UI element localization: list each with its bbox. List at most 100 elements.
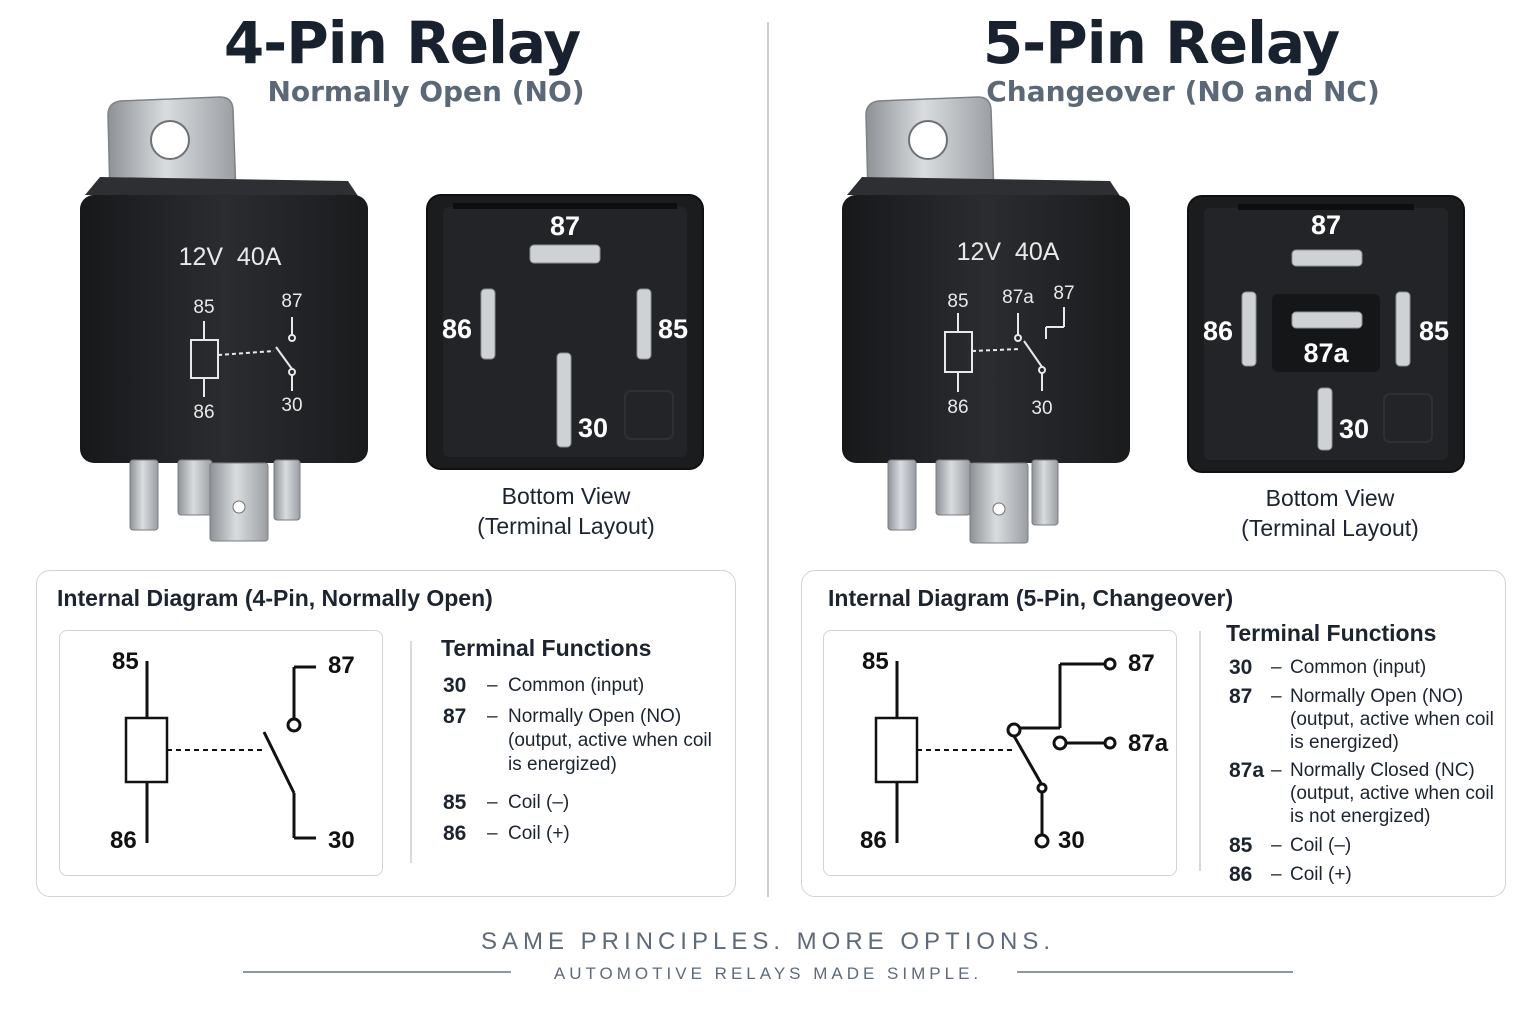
right-relay-illustration: 12V 40A 85 87a 87 86 30 [842,96,1130,544]
left-terminal-functions-title: Terminal Functions [441,635,652,661]
left-bottom-view-label-2: (Terminal Layout) [477,513,655,539]
left-schematic-box: 85 87 86 30 [59,630,383,876]
left-tf-desc: Normally Open (NO) [508,706,682,727]
right-tf-dash: – [1271,657,1282,678]
left-case-pin-86: 86 [193,402,214,423]
right-tf-dash: – [1271,760,1282,781]
right-diagram-title: Internal Diagram (5-Pin, Changeover) [828,585,1234,611]
left-tf-desc: is energized) [508,754,617,775]
left-bv-pin-85: 85 [658,314,688,344]
left-tf-desc: Coil (–) [508,792,570,813]
right-tf-desc: (output, active when coil [1290,783,1494,804]
right-tf-dash: – [1271,864,1282,885]
right-schematic: 85 87 87a 86 30 [860,648,1169,854]
left-tf-pin: 86 [443,822,467,845]
left-diagram-panel: Internal Diagram (4-Pin, Normally Open) … [36,570,736,897]
right-bv-pin-87a: 87a [1303,338,1349,368]
right-tf-desc: Coil (–) [1290,835,1352,856]
tagline-rule-right [1017,971,1293,973]
left-case-pin-87: 87 [281,291,302,312]
right-bottom-view-label-2: (Terminal Layout) [1241,515,1419,541]
left-bottom-view: 87 86 85 30 [426,194,704,470]
right-tf-desc: Common (input) [1290,657,1427,678]
left-subtitle: Normally Open (NO) [267,75,585,108]
right-tf-row-85: 85 – Coil (–) [1229,834,1501,858]
left-bv-pin-30: 30 [578,413,608,443]
left-tf-pin: 30 [443,674,467,697]
right-diagram-pin-87a: 87a [1128,730,1169,757]
left-case-pin-85: 85 [193,297,214,318]
left-bottom-view-label-1: Bottom View [501,483,631,509]
left-bv-pin-87: 87 [550,211,580,241]
left-case-rating: 12V 40A [179,243,282,271]
tagline-primary: SAME PRINCIPLES. MORE OPTIONS. [480,928,1056,955]
right-tf-row-30: 30 – Common (input) [1229,656,1501,680]
right-bottom-view-label-1: Bottom View [1265,485,1395,511]
right-bv-pin-30: 30 [1339,414,1369,444]
right-case-pin-30: 30 [1031,398,1052,419]
right-diagram-panel: Internal Diagram (5-Pin, Changeover) [801,570,1506,897]
right-tf-desc: is not energized) [1290,806,1431,827]
right-tf-dash: – [1271,686,1282,707]
right-tf-desc: Normally Open (NO) [1290,686,1464,707]
right-tf-desc: (output, active when coil [1290,709,1494,730]
left-tf-dash: – [487,706,498,727]
right-case-pin-87a: 87a [1002,287,1034,308]
right-terminal-functions-title: Terminal Functions [1226,620,1437,646]
left-tf-pin: 87 [443,705,467,728]
right-panel-separator [1199,631,1201,871]
center-divider [767,22,769,897]
right-diagram-pin-30: 30 [1058,827,1085,854]
left-tf-desc: Common (input) [508,675,645,696]
left-case-pin-30: 30 [281,395,302,416]
right-tf-dash: – [1271,835,1282,856]
right-tf-pin: 87 [1229,685,1253,708]
left-tf-dash: – [487,675,498,696]
left-tf-desc: Coil (+) [508,823,570,844]
right-tf-pin: 87a [1229,759,1265,782]
left-diagram-title: Internal Diagram (4-Pin, Normally Open) [57,585,493,611]
left-tf-dash: – [487,823,498,844]
right-title: 5-Pin Relay [982,9,1340,77]
left-bv-pin-86: 86 [442,314,472,344]
right-tf-desc: Normally Closed (NC) [1290,760,1475,781]
left-schematic: 85 87 86 30 [110,648,355,854]
right-tf-desc: Coil (+) [1290,864,1352,885]
left-title: 4-Pin Relay [223,9,581,77]
right-subtitle: Changeover (NO and NC) [986,75,1380,108]
left-tf-row-87: 87 – Normally Open (NO) (output, active … [443,705,733,777]
left-tf-desc: (output, active when coil [508,730,712,751]
left-tf-row-30: 30 – Common (input) [443,674,733,698]
right-tf-row-87a: 87a – Normally Closed (NC) (output, acti… [1229,759,1501,829]
left-tf-row-85: 85 – Coil (–) [443,791,733,815]
left-diagram-pin-85: 85 [112,648,139,675]
left-tf-pin: 85 [443,791,467,814]
tagline-secondary: AUTOMOTIVE RELAYS MADE SIMPLE. [553,964,983,983]
right-diagram-pin-87: 87 [1128,650,1155,677]
right-case-rating: 12V 40A [957,238,1060,266]
right-case-pin-85: 85 [947,291,968,312]
right-tf-pin: 86 [1229,863,1253,886]
left-tf-row-86: 86 – Coil (+) [443,822,733,846]
tagline-rule-left [243,971,511,973]
right-bottom-view: 87 86 85 87a 30 [1187,195,1465,473]
right-bv-pin-86: 86 [1203,316,1233,346]
right-case-pin-86: 86 [947,397,968,418]
right-bv-pin-87: 87 [1311,210,1341,240]
left-panel-separator [410,641,412,863]
left-diagram-pin-30: 30 [328,827,355,854]
right-case-pin-87: 87 [1053,283,1074,304]
right-diagram-pin-86: 86 [860,827,887,854]
right-tf-row-86: 86 – Coil (+) [1229,863,1501,887]
right-bv-pin-85: 85 [1419,316,1449,346]
left-relay-illustration: 12V 40A 85 87 86 30 [80,96,368,542]
right-tf-row-87: 87 – Normally Open (NO) (output, active … [1229,685,1501,755]
left-diagram-pin-86: 86 [110,827,137,854]
right-tf-desc: is energized) [1290,732,1399,753]
right-tf-pin: 85 [1229,834,1253,857]
right-tf-pin: 30 [1229,656,1253,679]
left-tf-dash: – [487,792,498,813]
right-diagram-pin-85: 85 [862,648,889,675]
right-schematic-box: 85 87 87a 86 30 [823,630,1177,876]
left-diagram-pin-87: 87 [328,652,355,679]
